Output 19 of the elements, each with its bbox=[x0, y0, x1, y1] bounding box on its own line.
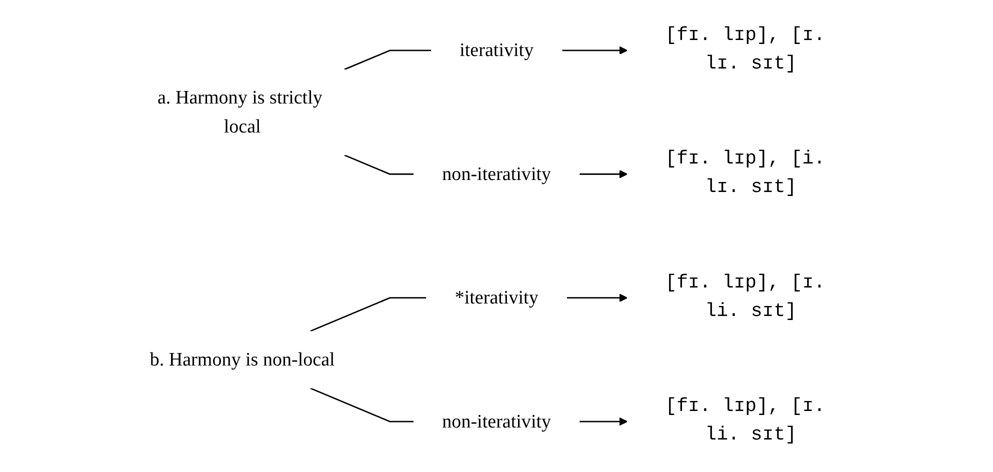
node-text: [fɪ. lɪp], [ɪ. li. sɪt] bbox=[665, 272, 826, 323]
connector bbox=[344, 154, 414, 175]
node-text: *iterativity bbox=[454, 287, 538, 308]
node-text: [fɪ. lɪp], [ɪ. li. sɪt] bbox=[665, 396, 826, 446]
node-text: non-iterativity bbox=[442, 164, 551, 185]
node-text: [fɪ. lɪp], [i. lɪ. sɪt] bbox=[665, 148, 826, 199]
node-text: b. Harmony is non-local bbox=[150, 349, 335, 370]
connector bbox=[310, 388, 414, 422]
node-text: iterativity bbox=[459, 40, 534, 61]
connector bbox=[344, 50, 431, 70]
node-text: [fɪ. lɪp], [ɪ. lɪ. sɪt] bbox=[665, 24, 826, 76]
arrow bbox=[579, 170, 628, 178]
arrow bbox=[579, 417, 628, 426]
node-text: a. Harmony is strictly local bbox=[157, 88, 322, 138]
arrow bbox=[562, 46, 628, 55]
node-text: non-iterativity bbox=[442, 411, 551, 432]
connector bbox=[310, 297, 426, 332]
diagram-drawing: a. Harmony is strictly local iterativity [fɪ. lɪp], [ɪ. lɪ. sɪt] non-iterativity [fɪ. lɪp], [i. lɪ. sɪt] b. Harmony is non-local *iterativity [fɪ. lɪp], [ɪ. li. sɪt] non-iterativity [fɪ. lɪp], [ɪ. li. sɪt] bbox=[110, 0, 882, 472]
arrow bbox=[566, 294, 628, 302]
